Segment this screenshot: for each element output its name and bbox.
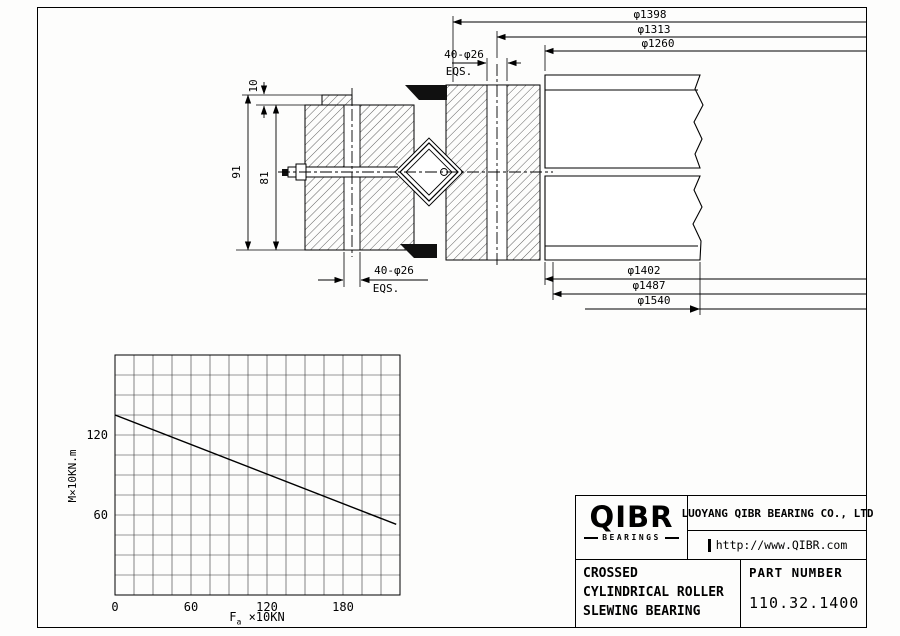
- x-title-post: ×10KN: [241, 610, 285, 624]
- dim-height-step: 10: [247, 79, 260, 92]
- part-number-cell: PART NUMBER 110.32.1400: [741, 560, 867, 627]
- product-line-3: SLEWING BEARING: [583, 603, 701, 619]
- company-website-row: http://www.QIBR.com: [688, 531, 867, 559]
- chart-y-axis-title: M×10KN.m: [66, 449, 79, 503]
- mating-structure: [544, 74, 704, 261]
- logo-sub-text: BEARINGS: [602, 533, 661, 542]
- dim-id-1260: φ1260: [641, 37, 674, 50]
- centerlines: [278, 64, 553, 266]
- product-line-2: CYLINDRICAL ROLLER: [583, 584, 724, 600]
- logo-rule-left: [584, 536, 599, 539]
- url-divider-bar-icon: [707, 538, 711, 552]
- product-description-cell: CROSSED CYLINDRICAL ROLLER SLEWING BEARI…: [576, 560, 741, 627]
- title-block-row-company: QIBR BEARINGS LUOYANG QIBR BEARING CO., …: [576, 496, 874, 560]
- dim-height-inner: 81: [258, 171, 271, 184]
- logo-rule-right: [664, 536, 679, 539]
- product-line-1: CROSSED: [583, 566, 638, 581]
- x-tick-label: 0: [111, 600, 118, 614]
- part-number-label: PART NUMBER: [749, 565, 843, 580]
- x-tick-label: 120: [256, 600, 278, 614]
- dim-od-1487: φ1487: [632, 279, 665, 292]
- logo-subline: BEARINGS: [576, 533, 687, 542]
- dimension-lines: [244, 18, 866, 313]
- title-block: QIBR BEARINGS LUOYANG QIBR BEARING CO., …: [575, 495, 874, 627]
- dim-bottom-bolt-qty: 40-φ26: [374, 264, 414, 277]
- dim-top-bolt-note: EQS.: [446, 65, 473, 78]
- plot-border: [114, 354, 401, 596]
- dim-bc-1313: φ1313: [637, 23, 670, 36]
- dim-od-1398: φ1398: [633, 8, 666, 21]
- x-tick-label: 180: [332, 600, 354, 614]
- company-name: LUOYANG QIBR BEARING CO., LTD: [681, 496, 874, 531]
- title-block-row-product: CROSSED CYLINDRICAL ROLLER SLEWING BEARI…: [576, 560, 867, 627]
- x-title-sub: a: [236, 617, 242, 627]
- chart-x-axis-title: Fa ×10KN: [187, 610, 327, 626]
- company-cell: LUOYANG QIBR BEARING CO., LTD http://www…: [681, 496, 874, 559]
- x-tick-label: 60: [184, 600, 198, 614]
- qibr-logo: QIBR: [589, 500, 674, 534]
- company-website: http://www.QIBR.com: [715, 538, 848, 552]
- y-tick-label: 60: [94, 508, 108, 522]
- x-title-pre: F: [229, 610, 237, 624]
- dim-od-1540: φ1540: [637, 294, 670, 307]
- static-load-curve: [114, 414, 397, 525]
- dim-top-bolt-qty: 40-φ26: [444, 48, 484, 61]
- y-tick-label: 120: [86, 428, 108, 442]
- dim-bottom-bolt-note: EQS.: [373, 282, 400, 295]
- dim-od-1402: φ1402: [627, 264, 660, 277]
- dim-height-total: 91: [230, 165, 243, 178]
- sheet-border-frame: [37, 7, 867, 628]
- part-number-value: 110.32.1400: [749, 594, 860, 612]
- logo-cell: QIBR BEARINGS: [576, 496, 688, 559]
- load-capacity-chart: 0 60 120 180 60 120: [86, 354, 401, 614]
- seal-wedges: [400, 85, 447, 258]
